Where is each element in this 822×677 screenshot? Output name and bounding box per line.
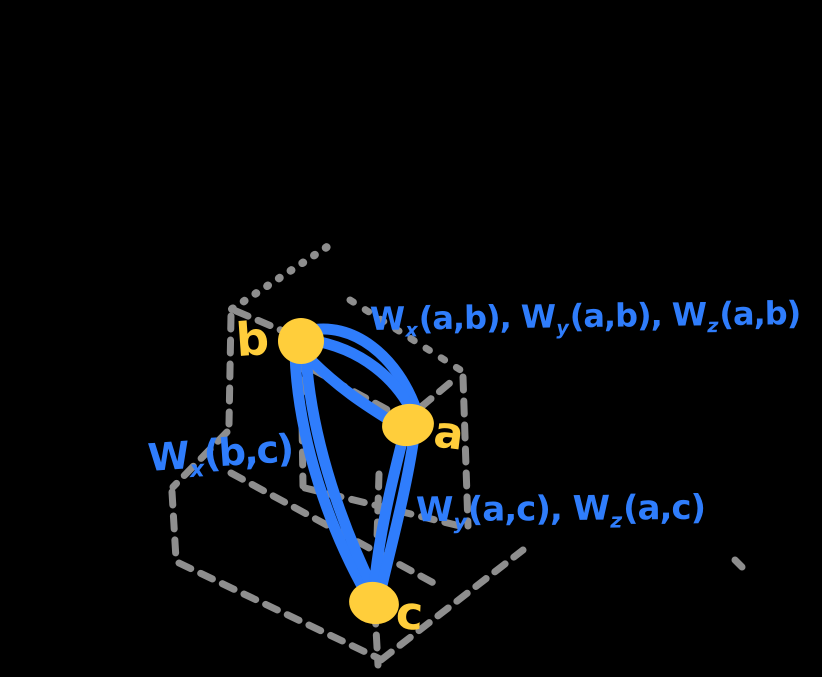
edge-label-ac-weights: Wy(a,c), Wz(a,c) bbox=[415, 487, 706, 534]
node-a-dot bbox=[382, 403, 434, 447]
wire-stray-dash bbox=[731, 556, 746, 571]
edge-b-c-2 bbox=[300, 350, 381, 599]
edge-a-b-1 bbox=[301, 323, 423, 418]
node-c-label: c bbox=[394, 585, 425, 641]
edge-a-c-1 bbox=[368, 432, 409, 596]
edge-a-c-2 bbox=[374, 431, 420, 600]
edge-label-ab-weights: Wx(a,b), Wy(a,b), Wz(a,b) bbox=[369, 293, 801, 342]
node-b-label: b bbox=[234, 310, 271, 368]
wire-top-left-edge bbox=[228, 239, 337, 313]
wire-front-bottom-edge bbox=[175, 559, 384, 663]
node-a-label: a bbox=[431, 406, 467, 461]
wire-corner-to-b-edge bbox=[232, 307, 287, 335]
wire-left-vertical-upper bbox=[225, 312, 235, 428]
wire-bottom-right-edge bbox=[377, 546, 527, 664]
node-b-dot bbox=[278, 318, 324, 364]
graph-nodes bbox=[278, 318, 434, 625]
wire-back-right-edge bbox=[346, 296, 466, 375]
wire-left-down-edge bbox=[169, 428, 231, 491]
edge-b-c-1 bbox=[289, 348, 373, 601]
wire-left-vertical-lower bbox=[168, 488, 180, 563]
node-c-dot bbox=[349, 581, 399, 625]
wire-right-vertical bbox=[459, 373, 472, 530]
graph-edges bbox=[289, 323, 423, 601]
wire-a-to-corner-edge bbox=[417, 373, 461, 411]
